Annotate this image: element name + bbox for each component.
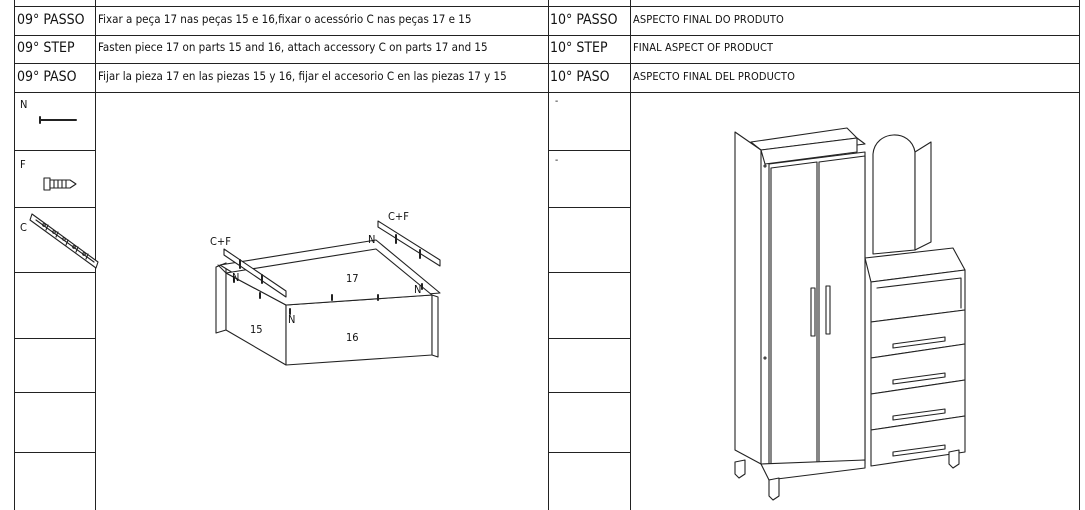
grid-line — [548, 392, 630, 393]
hardware-letter-n: N — [20, 98, 28, 111]
grid-line — [548, 338, 630, 339]
grid-line — [14, 452, 95, 453]
step10-hardware-none: - — [555, 155, 559, 166]
hardware-letter-f: F — [20, 158, 26, 171]
hardware-label-n: N — [232, 271, 239, 284]
grid-line — [14, 6, 1080, 7]
grid-line — [14, 35, 1080, 36]
grid-line — [548, 0, 549, 510]
drawer-assembly-diagram: C+F C+F N N N N 17 15 16 — [210, 210, 441, 366]
step10-text-es: ASPECTO FINAL DEL PRODUCTO — [633, 71, 795, 82]
nail-icon — [39, 116, 77, 124]
grid-line — [14, 92, 1080, 93]
grid-line — [548, 150, 630, 151]
step9-text-es: Fijar la pieza 17 en las piezas 15 y 16,… — [98, 71, 507, 83]
step10-label-en: 10° STEP — [550, 41, 608, 55]
grid-line — [548, 207, 630, 208]
part-label-17: 17 — [346, 272, 359, 285]
step9-label-pt: 09° PASSO — [17, 13, 85, 27]
step9-text-en: Fasten piece 17 on parts 15 and 16, atta… — [98, 42, 488, 54]
grid-line — [14, 0, 15, 510]
grid-line — [1079, 0, 1080, 510]
step9-text-pt: Fixar a peça 17 nas peças 15 e 16,fixar … — [98, 14, 472, 26]
grid-line — [14, 392, 95, 393]
rail-accessory-icon — [29, 213, 99, 269]
part-label-16: 16 — [346, 331, 359, 344]
step10-text-en: FINAL ASPECT OF PRODUCT — [633, 42, 774, 53]
grid-line — [14, 150, 95, 151]
hardware-letter-c: C — [20, 221, 27, 234]
hardware-label-n: N — [368, 233, 375, 246]
grid-line — [95, 0, 96, 510]
grid-line — [14, 63, 1080, 64]
grid-line — [14, 207, 95, 208]
part-label-15: 15 — [250, 323, 263, 336]
step9-label-es: 09° PASO — [17, 70, 77, 84]
step10-label-es: 10° PASO — [550, 70, 610, 84]
hardware-label-n: N — [288, 313, 295, 326]
hardware-label-c-f-left: C+F — [210, 235, 231, 248]
step10-text-pt: ASPECTO FINAL DO PRODUTO — [633, 14, 784, 25]
screw-icon — [43, 177, 77, 191]
step9-label-en: 09° STEP — [17, 41, 75, 55]
finished-wardrobe-diagram — [734, 127, 966, 501]
grid-line — [548, 272, 630, 273]
grid-line — [548, 452, 630, 453]
grid-line — [14, 272, 95, 273]
step10-label-pt: 10° PASSO — [550, 13, 618, 27]
grid-line — [14, 338, 95, 339]
hardware-label-c-f-right: C+F — [388, 210, 409, 223]
hardware-label-n: N — [414, 283, 421, 296]
grid-line — [630, 0, 631, 510]
step10-hardware-none: - — [555, 96, 559, 107]
